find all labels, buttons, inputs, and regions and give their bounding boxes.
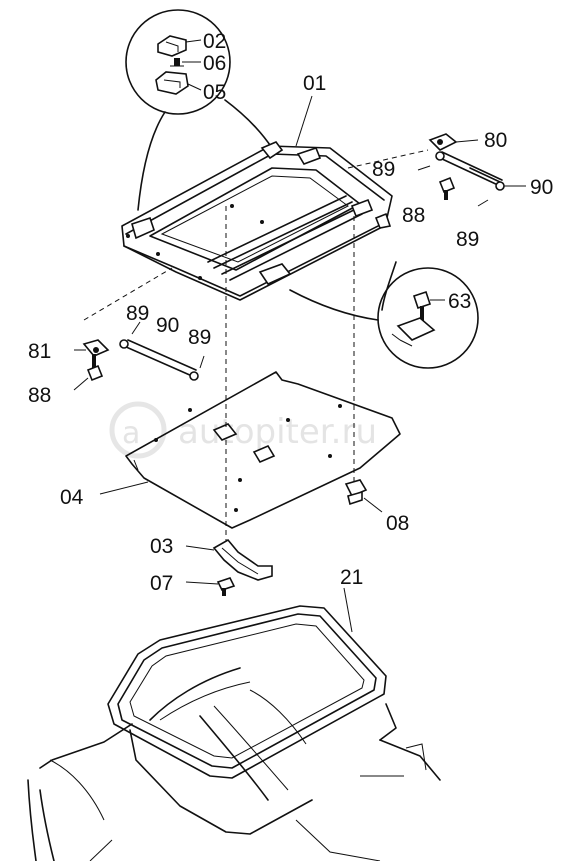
screw-07: [185, 577, 236, 596]
roof-lid-assembly: [121, 95, 393, 301]
label-07: 07: [150, 572, 173, 595]
label-90-a: 90: [530, 176, 553, 199]
label-81: 81: [28, 340, 51, 363]
gas-strut-right: [347, 133, 526, 207]
trim-panel: [99, 206, 401, 546]
label-02: 02: [203, 30, 226, 53]
label-03: 03: [150, 535, 173, 558]
detail-callout-right: [289, 261, 479, 369]
watermark: a autopiter.ru: [109, 401, 377, 459]
label-89-d: 89: [188, 326, 211, 349]
label-05: 05: [203, 81, 226, 104]
cab-roof: [27, 667, 441, 861]
label-90-b: 90: [156, 314, 179, 337]
weather-seal: [107, 587, 387, 779]
label-06: 06: [203, 52, 226, 75]
part-labels: 02 06 05 01 80 89 90 88 89 63 89 90 89 8…: [28, 30, 553, 595]
svg-text:a: a: [122, 416, 140, 451]
label-08: 08: [386, 512, 409, 535]
label-04: 04: [60, 486, 84, 509]
fastener-08: [344, 479, 383, 513]
handle-03: [185, 538, 273, 581]
label-89-a: 89: [372, 158, 395, 181]
label-89-c: 89: [126, 302, 149, 325]
label-80: 80: [484, 129, 507, 152]
label-63: 63: [448, 290, 471, 313]
label-88-a: 88: [402, 204, 425, 227]
detail-callout-top: [125, 9, 273, 211]
watermark-text: autopiter.ru: [178, 412, 377, 452]
label-89-b: 89: [456, 228, 479, 251]
label-88-b: 88: [28, 384, 51, 407]
label-01: 01: [303, 72, 326, 95]
gas-strut-left: [73, 267, 205, 391]
label-21: 21: [340, 566, 363, 589]
